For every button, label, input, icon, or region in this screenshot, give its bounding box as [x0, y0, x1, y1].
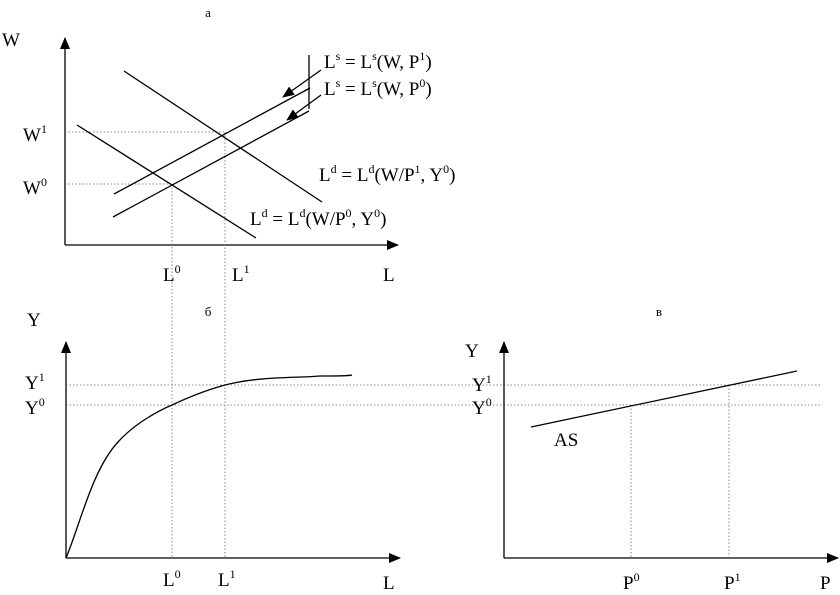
panel-b-l1-label: L1: [218, 567, 236, 591]
supply-shift-arrow-1: [282, 69, 322, 98]
panel-b-l0-label: L0: [163, 567, 181, 591]
panel-c: в Y P AS Y1 Y0 P0 P1: [465, 304, 839, 594]
panel-c-y0-label: Y0: [472, 395, 492, 419]
labour-supply-p1-line: [113, 87, 311, 195]
labour-supply-p0-line: [112, 110, 310, 218]
panel-a-l1-label: L1: [232, 262, 250, 286]
panel-c-x-axis-label: P: [820, 573, 831, 594]
panel-c-y-axis-label: Y: [465, 341, 479, 362]
aggregate-supply-line: [530, 370, 798, 428]
labour-demand-p1-line: [123, 70, 323, 203]
production-function-curve: [65, 374, 353, 559]
labour-supply-p1-label: Ls = Ls(W, P1): [324, 49, 432, 73]
p0-label: P0: [623, 570, 640, 594]
panel-b-title: б: [205, 304, 212, 319]
panel-b-x-axis-label: L: [383, 573, 395, 594]
supply-shift-arrow-2: [286, 94, 322, 121]
labour-supply-p0-label: Ls = Ls(W, P0): [324, 76, 432, 100]
w1-label: W1: [23, 122, 47, 146]
aggregate-supply-label: AS: [554, 430, 578, 451]
panel-b: б Y L Y1 Y0 L0 L1: [25, 304, 822, 594]
panel-b-y0-label: Y0: [25, 395, 45, 419]
panel-a-y-axis-label: W: [2, 30, 20, 51]
panel-a-l0-label: L0: [163, 262, 181, 286]
labour-demand-p0-line: [76, 124, 257, 239]
labour-demand-p1-label: Ld = Ld(W/P1, Y0): [319, 162, 455, 186]
panel-a: а W L W1 W0 L0 L1 Ls = Ls(W, P1) Ls = Ls…: [2, 5, 455, 558]
w0-label: W0: [23, 175, 47, 199]
panel-a-title: а: [205, 5, 211, 20]
p1-label: P1: [724, 570, 741, 594]
panel-b-y1-label: Y1: [25, 370, 45, 394]
panel-c-title: в: [656, 304, 662, 319]
panel-b-y-axis-label: Y: [27, 310, 41, 331]
panel-c-y1-label: Y1: [472, 372, 492, 396]
panel-a-x-axis-label: L: [383, 265, 395, 286]
labour-demand-p0-label: Ld = Ld(W/P0, Y0): [250, 206, 386, 230]
